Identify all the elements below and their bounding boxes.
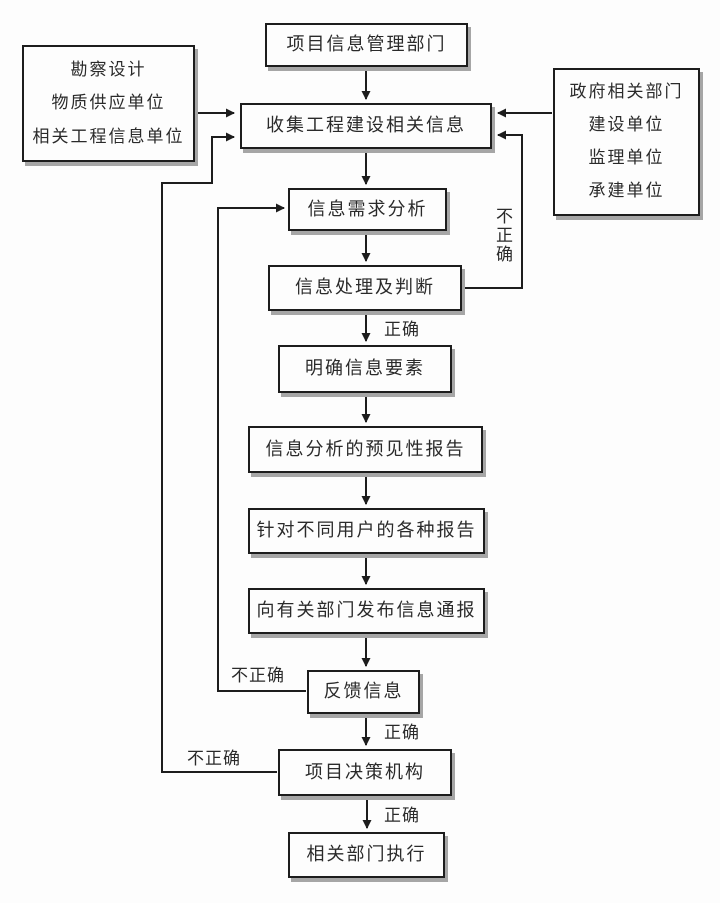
node-label: 相关部门执行 xyxy=(306,844,427,865)
node-label: 明确信息要素 xyxy=(305,358,425,379)
label-decision-correct: 正确 xyxy=(384,806,420,825)
node-clarify-info-elements: 明确信息要素 xyxy=(278,345,452,393)
node-info-demand-analysis: 信息需求分析 xyxy=(288,188,447,231)
node-label-line: 承建单位 xyxy=(588,181,665,201)
node-project-decision-body: 项目决策机构 xyxy=(278,749,452,796)
label-decision-incorrect: 不正确 xyxy=(187,749,241,768)
node-label: 项目信息管理部门 xyxy=(286,34,447,55)
node-label: 向有关部门发布信息通报 xyxy=(256,600,477,621)
node-collect-construction-info: 收集工程建设相关信息 xyxy=(240,103,492,149)
node-label-line: 监理单位 xyxy=(588,148,665,168)
node-label: 信息分析的预见性报告 xyxy=(265,438,466,459)
node-relevant-dept-execution: 相关部门执行 xyxy=(288,832,445,878)
edge-judgment-incorrect-to-collect xyxy=(463,130,523,289)
label-feedback-correct: 正确 xyxy=(384,723,420,742)
edge-decision-incorrect-to-collect xyxy=(161,132,277,773)
node-feedback-info: 反馈信息 xyxy=(307,670,420,714)
label-judgment-incorrect: 不正确 xyxy=(493,207,512,264)
node-label: 针对不同用户的各种报告 xyxy=(256,520,477,541)
node-label: 信息处理及判断 xyxy=(295,277,435,298)
node-predictive-analysis-report: 信息分析的预见性报告 xyxy=(248,426,483,473)
node-label-line: 建设单位 xyxy=(588,115,665,135)
label-feedback-incorrect: 不正确 xyxy=(231,666,285,685)
node-left-info-sources: 勘察设计 物质供应单位 相关工程信息单位 xyxy=(22,45,195,162)
node-label-line: 政府相关部门 xyxy=(569,82,684,102)
label-judgment-correct: 正确 xyxy=(384,320,420,339)
node-label: 反馈信息 xyxy=(323,681,404,702)
node-label-line: 勘察设计 xyxy=(70,59,147,79)
edge-feedback-incorrect-to-analysis xyxy=(217,203,306,692)
node-right-info-sources: 政府相关部门 建设单位 监理单位 承建单位 xyxy=(553,68,700,216)
node-label-line: 物质供应单位 xyxy=(51,93,166,113)
node-reports-for-different-users: 针对不同用户的各种报告 xyxy=(248,508,485,554)
node-label: 信息需求分析 xyxy=(307,198,428,219)
node-label-line: 相关工程信息单位 xyxy=(32,126,185,146)
node-info-processing-judgment: 信息处理及判断 xyxy=(268,265,462,311)
node-project-info-management-dept: 项目信息管理部门 xyxy=(265,23,468,67)
node-label: 收集工程建设相关信息 xyxy=(266,115,466,136)
node-label: 项目决策机构 xyxy=(305,761,425,782)
node-publish-info-notification: 向有关部门发布信息通报 xyxy=(248,588,485,634)
